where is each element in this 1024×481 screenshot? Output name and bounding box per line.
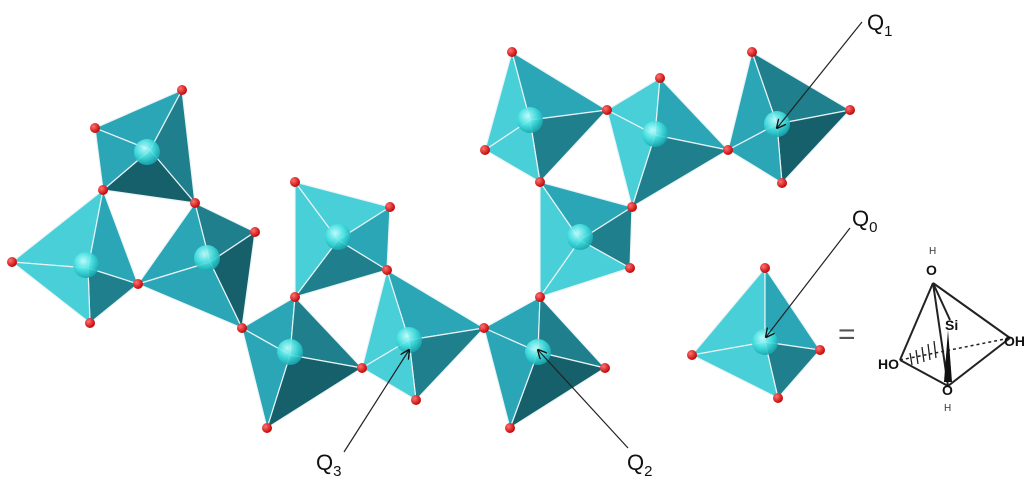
tetra-top-left <box>93 88 197 205</box>
oxygen-atom <box>845 105 855 115</box>
oxygen-atom <box>290 292 300 302</box>
tetra-q1 <box>726 49 852 185</box>
oxygen-atom <box>777 178 787 188</box>
q3-label: Q3 <box>316 450 341 480</box>
tetra-q3 <box>360 267 486 402</box>
oxygen-atom <box>602 105 612 115</box>
tetra-face <box>726 123 783 185</box>
q0-label: Q0 <box>852 206 877 236</box>
q-arrows <box>343 21 863 453</box>
tetra-face <box>483 118 541 184</box>
q0-arrow <box>766 227 851 337</box>
oxygen-atom <box>687 350 697 360</box>
tetra-bottom-1 <box>240 295 364 431</box>
oxygen-atom <box>535 177 545 187</box>
tetrahedra-chain <box>10 49 852 431</box>
tetra-face <box>690 341 779 400</box>
oxygen-atom <box>747 47 757 57</box>
oh-right: OH <box>1004 333 1024 349</box>
q1-arrow <box>777 21 863 128</box>
oxygen-atom <box>7 257 17 267</box>
q1-label: Q1 <box>867 10 892 40</box>
tetra-face <box>136 261 244 330</box>
oxygen-atom <box>480 145 490 155</box>
hash-bond <box>909 340 937 366</box>
silicon-atom <box>325 224 351 250</box>
oxygen-atoms <box>7 47 855 433</box>
wedge-bond <box>944 330 952 382</box>
oxygen-atom <box>250 227 260 237</box>
oxygen-atom <box>290 177 300 187</box>
o-top: O <box>926 262 937 278</box>
tetra-left-mid <box>136 201 257 331</box>
oxygen-atom <box>85 318 95 328</box>
silicon-atom <box>73 252 99 278</box>
tetra-face <box>538 239 632 299</box>
tetra-top-b <box>605 76 730 210</box>
oxygen-atom <box>535 292 545 302</box>
oxygen-atom <box>479 323 489 333</box>
oxygen-atom <box>133 279 143 289</box>
oxygen-atom <box>385 202 395 212</box>
tetra-top-a <box>483 49 609 184</box>
tetra-face <box>10 261 91 325</box>
silicon-atom <box>764 111 790 137</box>
si-center: Si <box>945 317 958 333</box>
back-bond-dashed <box>899 337 1011 361</box>
tetra-face <box>294 180 339 299</box>
oxygen-atom <box>90 123 100 133</box>
h-top: H <box>929 246 936 257</box>
tetra-left <box>10 187 140 325</box>
oxygen-atom <box>190 198 200 208</box>
oxygen-atom <box>382 265 392 275</box>
q2-label: Q2 <box>627 450 652 480</box>
oxygen-atom <box>760 263 770 273</box>
silicon-atom <box>194 245 220 271</box>
tetra-q0 <box>690 266 822 400</box>
equals-sign: = <box>838 318 856 351</box>
silicic-acid-structure: H O Si HO OH O H <box>878 246 1024 414</box>
oxygen-atom <box>98 185 108 195</box>
silicon-atom <box>567 224 593 250</box>
q3-arrow <box>343 350 409 453</box>
ho-left: HO <box>878 356 899 372</box>
oxygen-atom <box>815 345 825 355</box>
tetra-q2 <box>482 295 607 431</box>
oxygen-atom <box>177 85 187 95</box>
silicon-atom <box>517 107 543 133</box>
oxygen-atom <box>723 145 733 155</box>
oxygen-atom <box>262 423 272 433</box>
o-bottom: O <box>942 382 953 398</box>
oxygen-atom <box>237 323 247 333</box>
oxygen-atom <box>411 395 421 405</box>
oxygen-atom <box>505 423 515 433</box>
silicon-atom <box>525 339 551 365</box>
oxygen-atom <box>507 47 517 57</box>
tetra-upper-mid <box>293 180 392 299</box>
oxygen-atom <box>655 73 665 83</box>
silicon-atom <box>396 327 422 353</box>
silicon-atom <box>134 139 160 165</box>
q2-arrow <box>538 350 629 449</box>
oxygen-atom <box>600 363 610 373</box>
oxygen-atom <box>773 393 783 403</box>
molecule-bonds <box>899 282 1011 387</box>
silicon-atom <box>277 339 303 365</box>
h-bottom: H <box>944 403 951 414</box>
oxygen-atom <box>357 363 367 373</box>
silicon-atom <box>642 121 668 147</box>
oxygen-atom <box>627 202 637 212</box>
oxygen-atom <box>625 263 635 273</box>
silicon-atom <box>752 329 778 355</box>
tetra-face <box>483 326 539 431</box>
tetra-face <box>94 127 152 192</box>
tetra-right-mid <box>538 180 634 299</box>
